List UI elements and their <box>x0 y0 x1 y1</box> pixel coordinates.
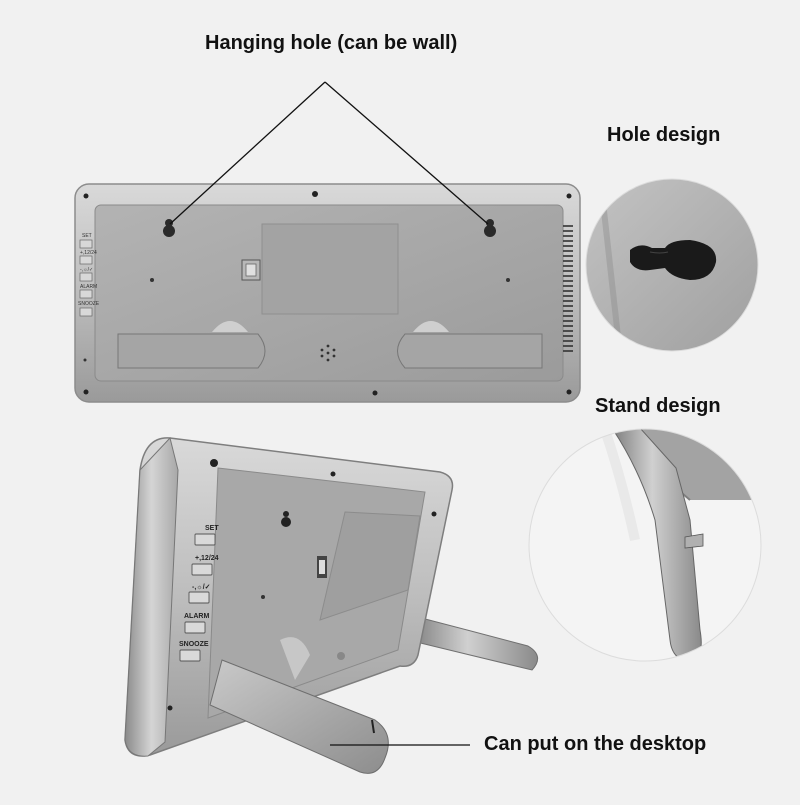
top-button-label-alarm: ALARM <box>80 284 97 290</box>
stand-button-label-snooze: SNOOZE <box>179 641 209 648</box>
hanging-hole-pointer-lines <box>169 81 489 225</box>
top-button-label-set: SET <box>82 233 92 239</box>
speaker-grille-icon <box>320 344 336 362</box>
stand-design-detail <box>528 428 762 662</box>
hanging-hole-right-icon <box>484 219 496 237</box>
stand-button-label-set: SET <box>205 525 219 532</box>
stand-button-label-alarm: ALARM <box>184 613 209 620</box>
top-button-label-12-24: +,12/24 <box>80 250 97 256</box>
stand-design-label: Stand design <box>595 395 721 417</box>
hanging-hole-label: Hanging hole (can be wall) <box>205 32 458 54</box>
stand-button-label-minus: -,☼/✓ <box>192 584 211 591</box>
keyhole-icon <box>630 240 717 280</box>
hole-design-detail <box>585 178 759 352</box>
top-button-label-minus: -,☼/✓ <box>80 267 93 273</box>
top-button-label-snooze: SNOOZE <box>78 301 100 307</box>
clock-back-view: SET +,12/24 -,☼/✓ ALARM SNOOZE <box>74 183 581 403</box>
stand-button-label-12-24: +,12/24 <box>195 555 219 562</box>
clock-standing-view: SET +,12/24 -,☼/✓ ALARM SNOOZE <box>124 436 539 774</box>
hanging-hole-left-icon <box>163 219 175 237</box>
desktop-label: Can put on the desktop <box>484 733 707 755</box>
hole-design-label: Hole design <box>607 124 721 146</box>
